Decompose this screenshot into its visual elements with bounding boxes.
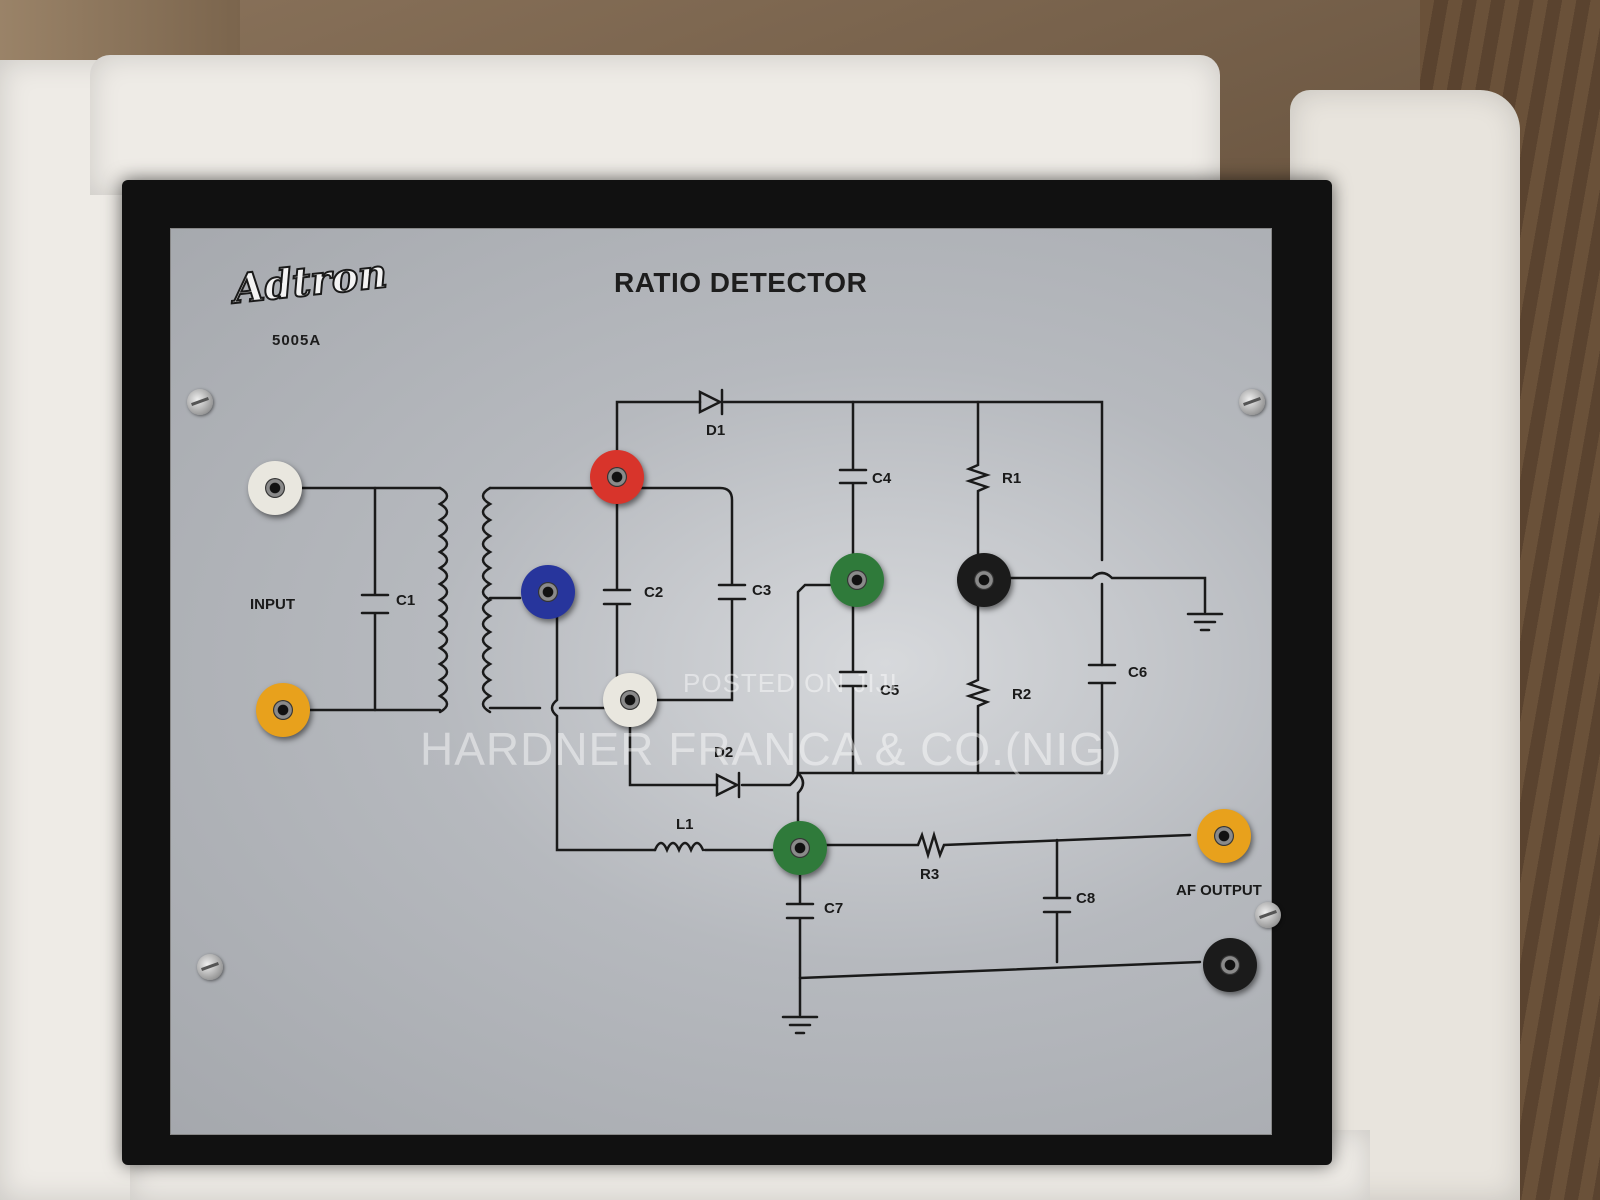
label-r2: R2 [1012, 686, 1032, 703]
foam-top [90, 55, 1220, 195]
label-c5: C5 [880, 682, 900, 699]
wire-c6 [1087, 663, 1117, 685]
label-d1: D1 [706, 422, 726, 439]
model-number: 5005A [272, 332, 322, 349]
label-c4: C4 [872, 470, 892, 487]
wire-green-bottom-up [796, 771, 805, 830]
wire-r1 [965, 400, 991, 562]
jack-black-top[interactable] [957, 553, 1011, 607]
jack-green-top[interactable] [830, 553, 884, 607]
inductor-l1 [653, 841, 705, 854]
wire-d1 [615, 400, 1104, 775]
ground-symbol-top [1186, 612, 1224, 632]
wire-c1 [360, 486, 390, 712]
wire-r3 [823, 830, 1192, 860]
label-c2: C2 [644, 584, 664, 601]
jack-blue[interactable] [521, 565, 575, 619]
label-r3: R3 [920, 866, 940, 883]
wire-c3 [615, 486, 747, 702]
label-input: INPUT [250, 596, 295, 613]
ground-symbol-bottom [781, 1015, 819, 1035]
watermark-line1: POSTED ON JIJI [683, 668, 898, 698]
secondary-coil [481, 486, 493, 714]
diode-d1 [698, 388, 724, 416]
primary-coil [437, 486, 449, 714]
jack-white-center[interactable] [603, 673, 657, 727]
label-c7: C7 [824, 900, 844, 917]
diode-d2 [715, 771, 741, 799]
jack-af-output-black[interactable] [1203, 938, 1257, 992]
wire-r2 [965, 598, 991, 775]
label-c8: C8 [1076, 890, 1096, 907]
wire-ground-top [1003, 571, 1207, 614]
label-c1: C1 [396, 592, 416, 609]
label-d2: D2 [714, 744, 734, 761]
wire-c8 [1042, 838, 1072, 964]
jack-af-output-orange[interactable] [1197, 809, 1251, 863]
label-c6: C6 [1128, 664, 1148, 681]
jack-input-white[interactable] [248, 461, 302, 515]
screw-top-right [1239, 389, 1265, 415]
label-r1: R1 [1002, 470, 1022, 487]
screw-top-left [187, 389, 213, 415]
label-af-output: AF OUTPUT [1176, 882, 1262, 899]
jack-red[interactable] [590, 450, 644, 504]
panel-title: RATIO DETECTOR [614, 267, 868, 298]
wire-c5 [838, 598, 868, 775]
screw-bottom-left [197, 954, 223, 980]
wire-c2 [602, 498, 632, 682]
trainer-panel [170, 228, 1272, 1135]
jack-input-orange[interactable] [256, 683, 310, 737]
label-l1: L1 [676, 816, 694, 833]
label-c3: C3 [752, 582, 772, 599]
screw-bottom-right [1255, 902, 1281, 928]
watermark-line2: HARDNER FRANCA & CO.(NIG) [420, 723, 1123, 775]
wire-ground-bottom [798, 960, 1202, 980]
wire-c7 [785, 870, 815, 1017]
wire-c4 [838, 400, 868, 562]
jack-green-bottom[interactable] [773, 821, 827, 875]
wire-l1 [550, 608, 782, 852]
wire-green-left [796, 583, 832, 775]
